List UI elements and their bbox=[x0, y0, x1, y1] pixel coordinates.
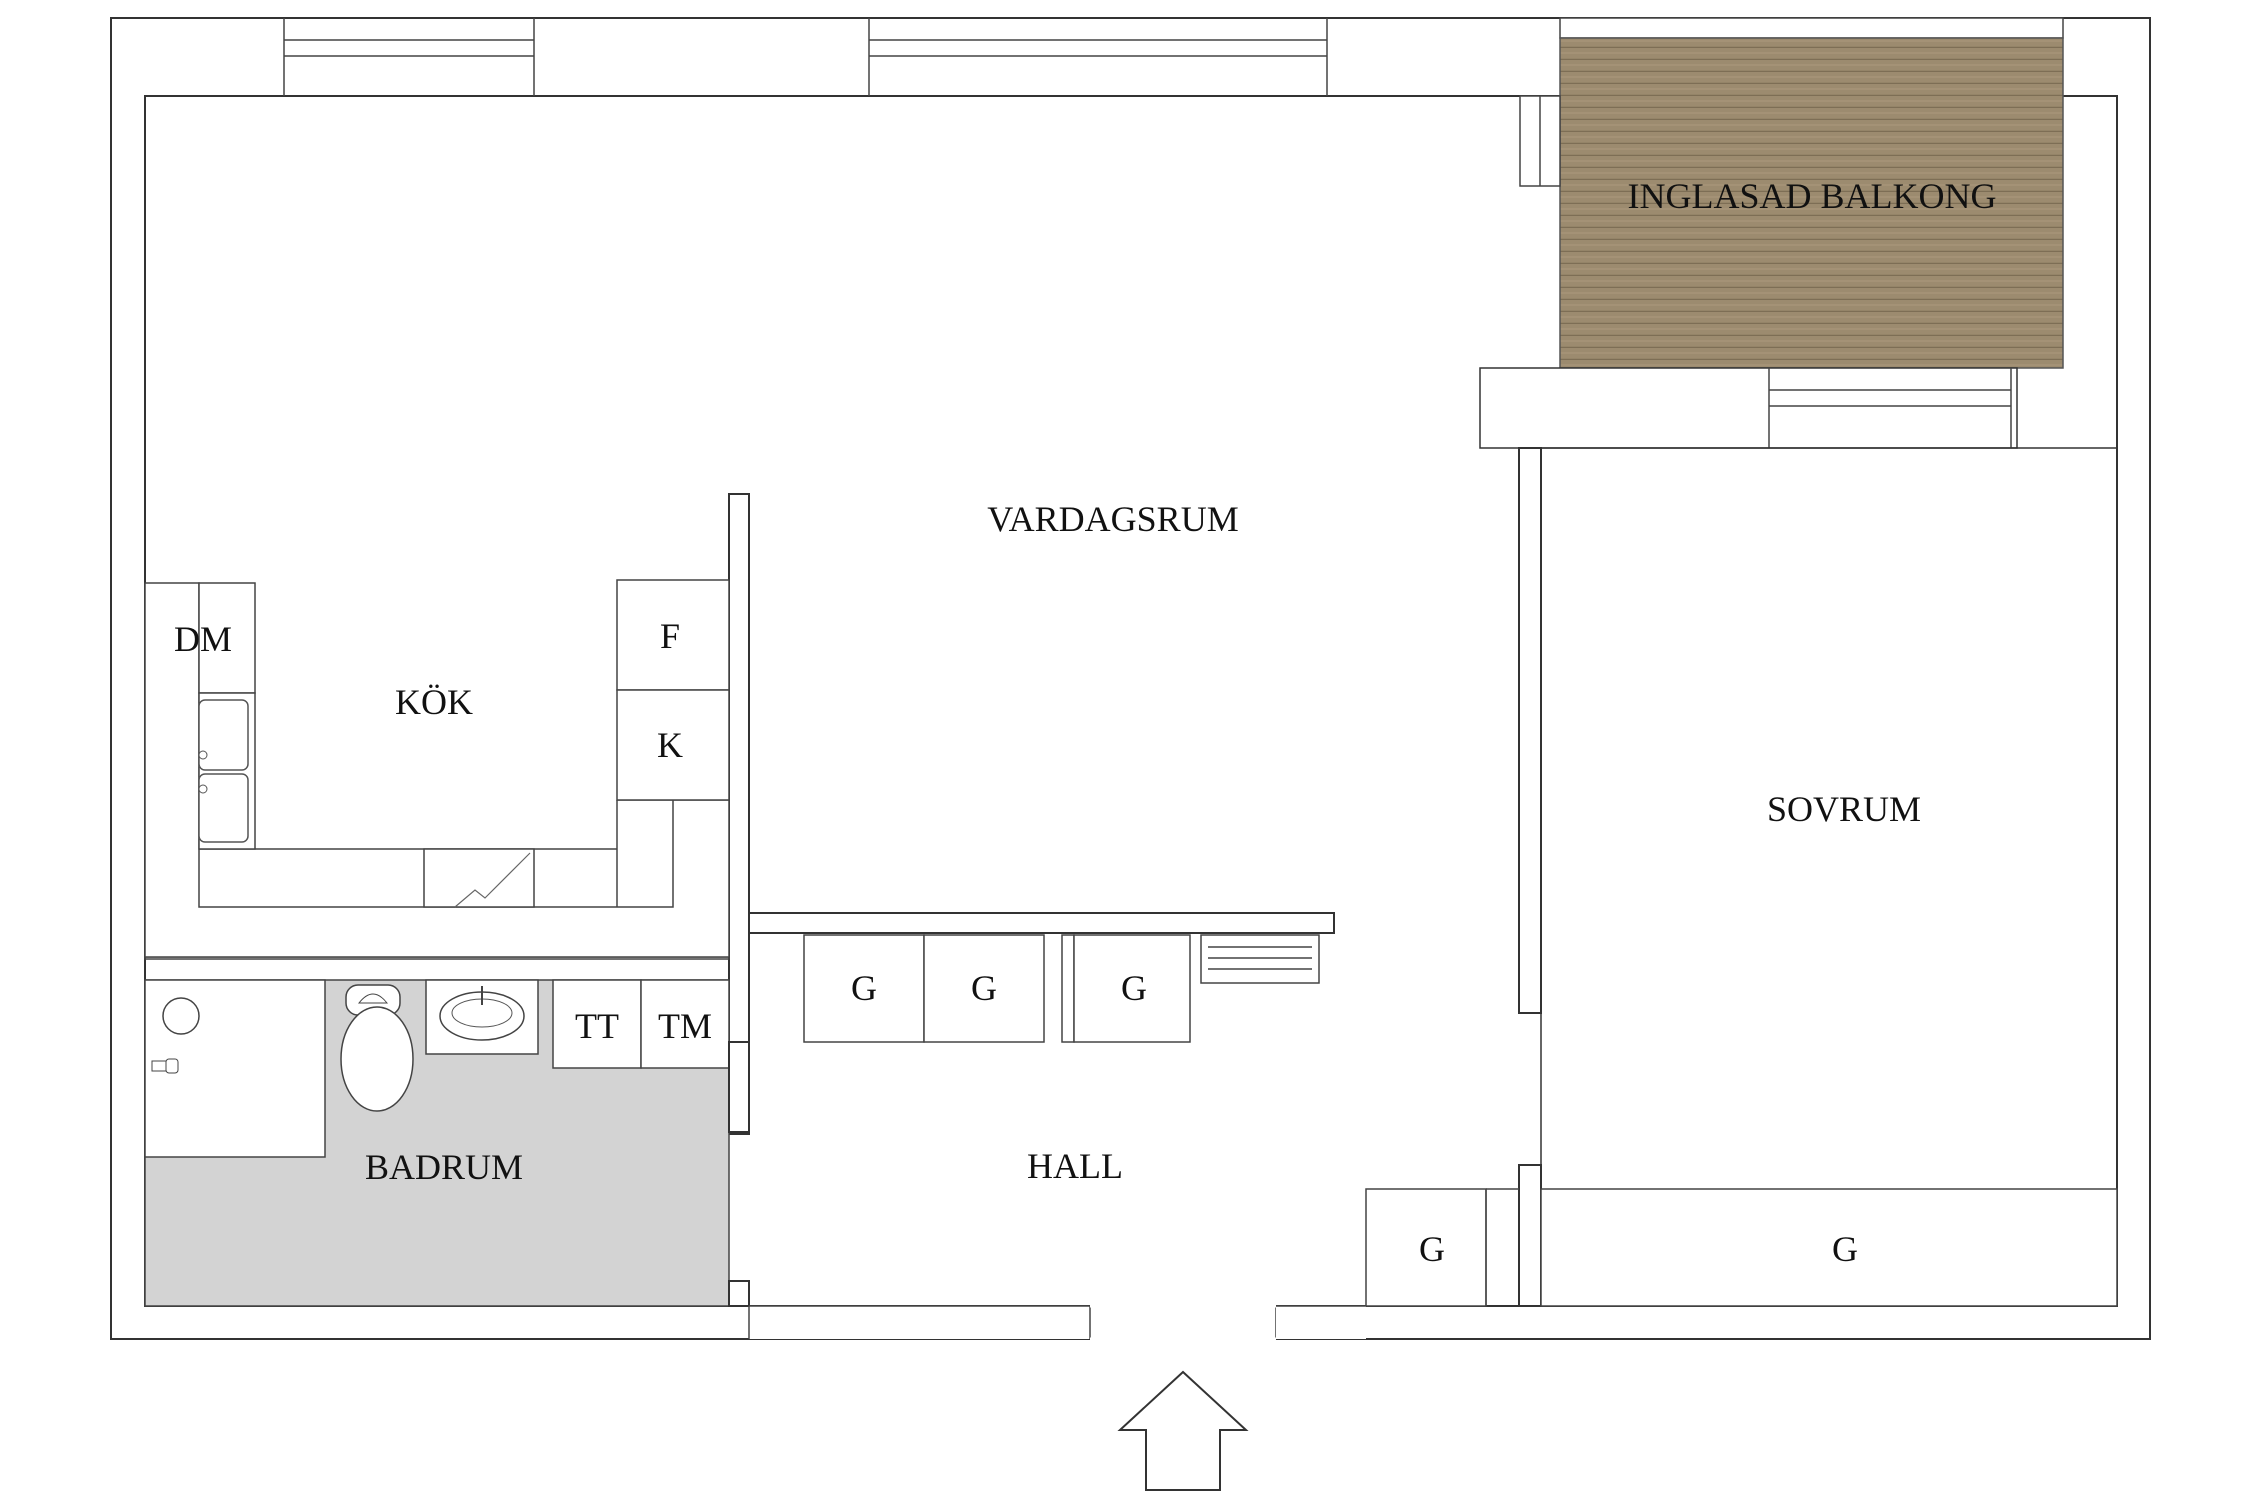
bathroom: TT TM BADRUM bbox=[144, 979, 750, 1307]
entrance-door bbox=[748, 1304, 1366, 1341]
balcony: INGLASAD BALKONG bbox=[1519, 17, 2064, 369]
radiator-icon bbox=[1200, 934, 1320, 984]
kitchen: DM F K KÖK bbox=[144, 493, 750, 1135]
entrance-arrow-icon bbox=[1117, 1370, 1249, 1491]
room-label-balcony: INGLASAD BALKONG bbox=[1628, 176, 1997, 216]
stove-icon bbox=[423, 848, 535, 908]
closet-label-hall-1: G bbox=[851, 968, 877, 1008]
dishwasher-label: DM bbox=[174, 619, 232, 659]
sink-icon bbox=[198, 692, 256, 850]
closet-label-hall-4: G bbox=[1419, 1229, 1445, 1269]
window-top-middle bbox=[868, 18, 1328, 96]
room-label-living: VARDAGSRUM bbox=[987, 499, 1238, 539]
fridge-label: F bbox=[660, 616, 680, 656]
bedroom-closet: G bbox=[1540, 1188, 2118, 1307]
room-label-kitchen: KÖK bbox=[395, 682, 473, 722]
window-top-left bbox=[283, 18, 535, 96]
washbasin-icon bbox=[425, 979, 539, 1055]
closet-label-hall-2: G bbox=[971, 968, 997, 1008]
room-label-bathroom: BADRUM bbox=[365, 1147, 523, 1187]
toilet-icon bbox=[340, 984, 414, 1112]
living-room: VARDAGSRUM bbox=[748, 499, 1335, 934]
window-bedroom-balcony bbox=[1768, 368, 2012, 448]
shower-icon bbox=[144, 979, 326, 1158]
room-label-bedroom: SOVRUM bbox=[1767, 789, 1921, 829]
freezer-label: K bbox=[657, 725, 683, 765]
washer-label: TM bbox=[658, 1006, 712, 1046]
hall-closets: G G G G bbox=[803, 934, 1519, 1307]
room-label-hall: HALL bbox=[1027, 1146, 1123, 1186]
closet-label-bedroom: G bbox=[1832, 1229, 1858, 1269]
closet-label-hall-3: G bbox=[1121, 968, 1147, 1008]
dryer-label: TT bbox=[575, 1006, 619, 1046]
